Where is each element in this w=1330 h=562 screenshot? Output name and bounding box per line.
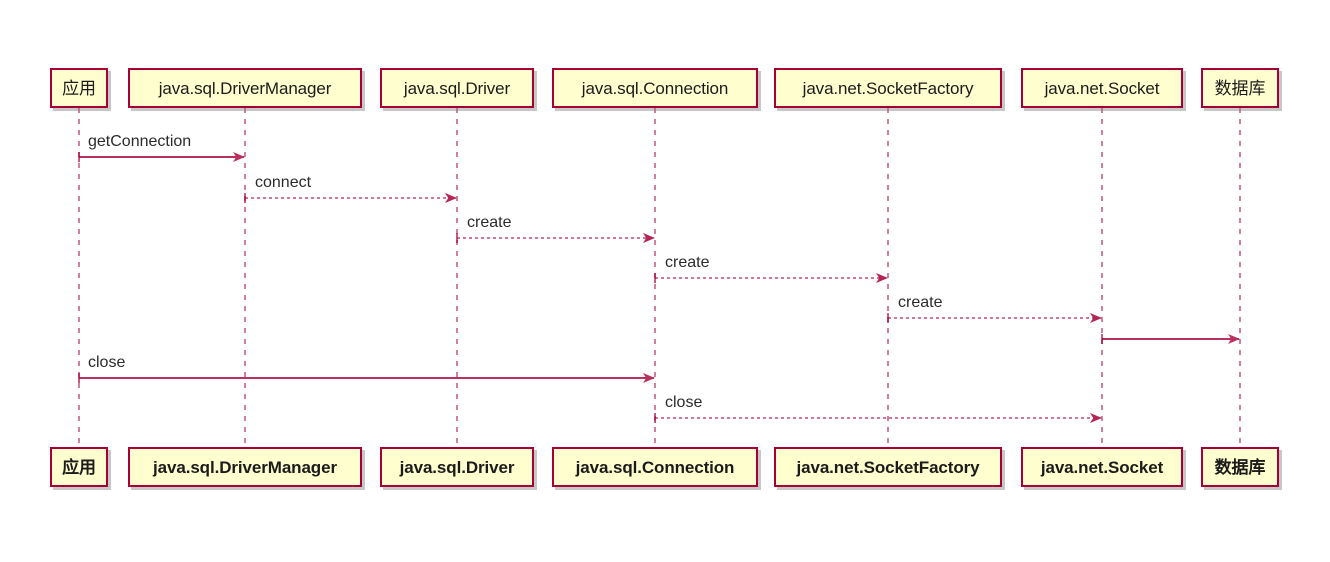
message-label-3: create	[665, 254, 710, 271]
participant-box-top-2[interactable]: java.sql.Driver	[380, 68, 534, 108]
message-label-7: close	[665, 394, 703, 411]
participant-label: 应用	[62, 457, 96, 477]
participant-label: 数据库	[1214, 457, 1266, 477]
participant-label: java.sql.Driver	[403, 78, 511, 98]
participant-label: java.net.Socket	[1040, 457, 1164, 477]
participant-label: java.sql.Connection	[581, 78, 729, 98]
participant-box-bottom-4[interactable]: java.net.SocketFactory	[774, 447, 1002, 487]
participant-label: java.sql.Connection	[575, 457, 735, 477]
message-label-2: create	[467, 214, 512, 231]
lifelines-group	[78, 108, 1241, 447]
participant-box-top-3[interactable]: java.sql.Connection	[552, 68, 758, 108]
participant-box-bottom-0[interactable]: 应用	[50, 447, 108, 487]
participant-box-top-1[interactable]: java.sql.DriverManager	[128, 68, 362, 108]
participant-box-bottom-5[interactable]: java.net.Socket	[1021, 447, 1183, 487]
message-label-1: connect	[255, 174, 312, 191]
participant-label: java.sql.Driver	[399, 457, 515, 477]
participant-label: java.net.SocketFactory	[802, 78, 974, 98]
participant-box-bottom-6[interactable]: 数据库	[1201, 447, 1279, 487]
message-label-0: getConnection	[88, 133, 192, 150]
participant-label: java.net.SocketFactory	[796, 457, 980, 477]
message-label-4: create	[898, 294, 943, 311]
participant-box-bottom-1[interactable]: java.sql.DriverManager	[128, 447, 362, 487]
participant-label: 应用	[62, 78, 96, 98]
participant-label: java.sql.DriverManager	[158, 78, 332, 98]
participant-label: java.net.Socket	[1044, 78, 1160, 98]
participant-box-top-6[interactable]: 数据库	[1201, 68, 1279, 108]
message-arrows-group	[78, 152, 1240, 423]
message-label-6: close	[88, 354, 126, 371]
participant-box-top-4[interactable]: java.net.SocketFactory	[774, 68, 1002, 108]
participant-label: 数据库	[1214, 78, 1266, 98]
participant-box-top-0[interactable]: 应用	[50, 68, 108, 108]
participant-box-top-5[interactable]: java.net.Socket	[1021, 68, 1183, 108]
participant-box-bottom-2[interactable]: java.sql.Driver	[380, 447, 534, 487]
participant-box-bottom-3[interactable]: java.sql.Connection	[552, 447, 758, 487]
participant-label: java.sql.DriverManager	[153, 457, 337, 477]
